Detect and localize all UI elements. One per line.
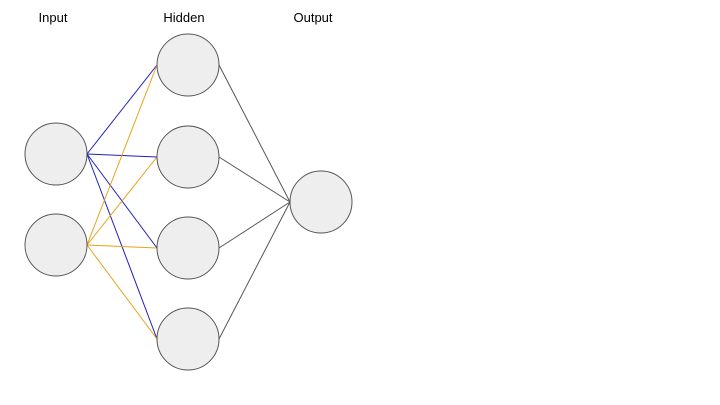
output-layer — [289, 170, 353, 234]
hidden-node-4 — [156, 307, 220, 371]
edge-input2-hidden2 — [86, 156, 158, 246]
edge-hidden4-output — [218, 201, 291, 340]
input-node-2 — [24, 213, 88, 277]
input-node-1 — [24, 122, 88, 186]
edge-input1-hidden1 — [86, 64, 158, 155]
edge-input2-hidden4 — [86, 244, 158, 340]
hidden-node-3 — [156, 216, 220, 280]
hidden-to-output-edges — [218, 64, 291, 340]
input-2-edges — [86, 64, 158, 340]
input-layer — [24, 122, 88, 277]
edge-input2-hidden1 — [86, 64, 158, 246]
hidden-node-2 — [156, 125, 220, 189]
hidden-layer-label: Hidden — [163, 10, 204, 25]
edge-input2-hidden3 — [86, 244, 158, 249]
output-layer-label: Output — [293, 10, 332, 25]
edge-hidden1-output — [218, 64, 291, 203]
input-1-edges — [86, 64, 158, 340]
hidden-node-1 — [156, 33, 220, 97]
output-node-1 — [289, 170, 353, 234]
edge-hidden3-output — [218, 201, 291, 249]
input-layer-label: Input — [39, 10, 68, 25]
hidden-layer — [156, 33, 220, 371]
edge-hidden2-output — [218, 156, 291, 203]
